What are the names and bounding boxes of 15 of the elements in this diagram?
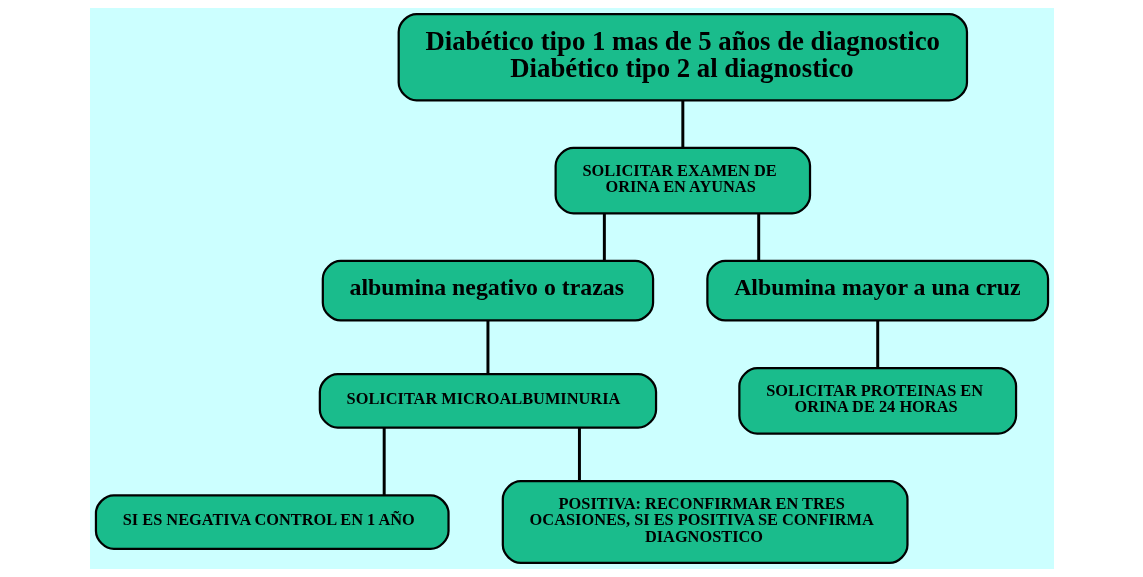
node-box: POSITIVA: RECONFIRMAR EN TRES OCASIONES, SI ES POSITIVA SE CONFIRMA DIAGNOSTICO [501, 480, 909, 565]
node-box: SOLICITAR EXAMEN DE ORINA EN AYUNAS [554, 146, 811, 215]
node-box: albumina negativo o trazas [321, 259, 654, 322]
node-box: SOLICITAR MICROALBUMINURIA [318, 372, 657, 429]
node-box: SOLICITAR PROTEINAS EN ORINA DE 24 HORAS [737, 366, 1017, 435]
connector [875, 320, 879, 369]
node-box: Diabético tipo 1 mas de 5 años de diagnostico Diabético tipo 2 al diagnostico [397, 12, 968, 102]
node-box: SI ES NEGATIVA CONTROL EN 1 AÑO [94, 494, 450, 550]
connector [756, 213, 760, 261]
node-box: Albumina mayor a una cruz [705, 259, 1049, 322]
connector [577, 427, 581, 481]
connector [602, 213, 606, 261]
connector [680, 100, 684, 148]
connector [382, 427, 386, 496]
connector [485, 320, 489, 374]
